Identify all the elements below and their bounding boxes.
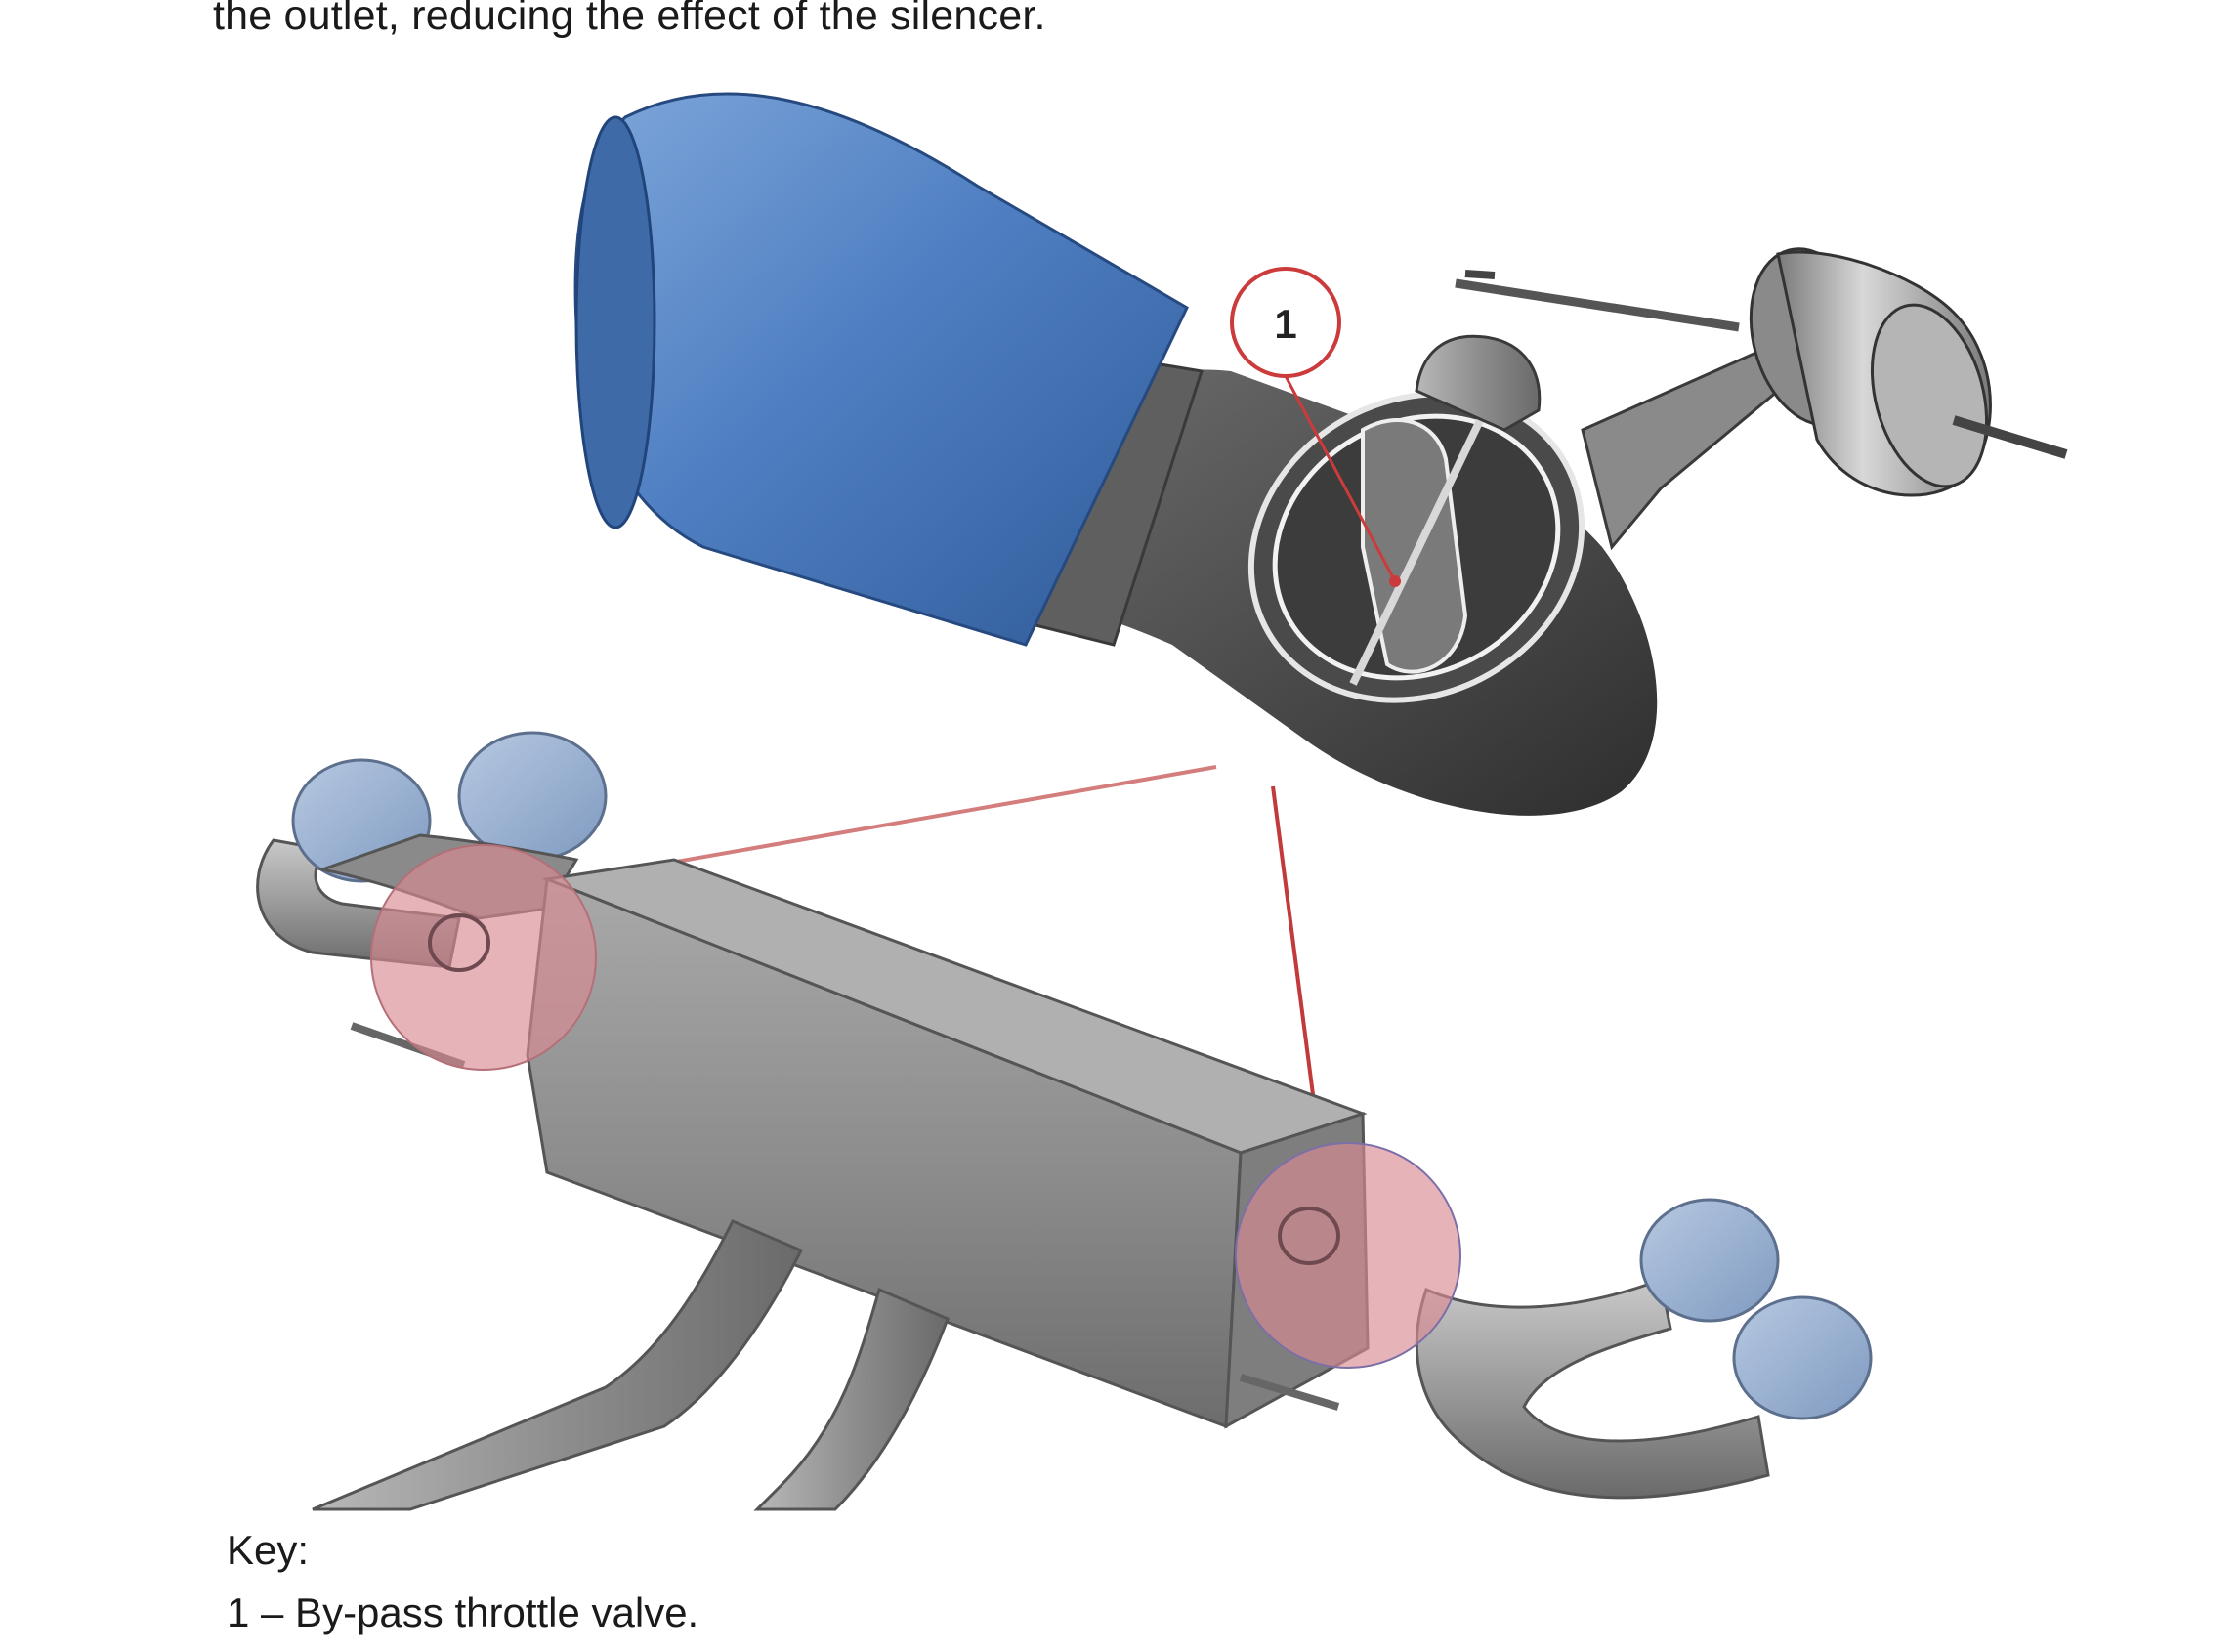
callout-leader [1284,375,1397,582]
right-pipes [1415,1277,1770,1500]
intro-text: the outlet, reducing the effect of the s… [213,0,1046,39]
key-title: Key: [227,1527,310,1573]
zoom-line-left [575,765,1217,881]
tailpipe-opening [574,115,656,529]
callout-number: 1 [1274,301,1296,347]
actuator-stud [1952,415,2068,459]
mount-bolt-right [1239,1374,1340,1411]
silencer-assembly [256,731,1873,1511]
callout-1: 1 [1230,267,1401,587]
inlet-pipe-1 [312,1219,804,1511]
left-tip-2 [457,731,608,862]
valve-neck [1415,334,1542,432]
detail-tailpipe-group [573,92,2068,816]
rod-end [1464,270,1496,279]
actuator-rod [1455,278,1740,332]
callout-tip [1389,575,1401,587]
valve-highlight-right [1235,1142,1461,1369]
right-tip-2 [1732,1295,1873,1420]
key-section: Key: 1 – By-pass throttle valve. [227,1519,698,1644]
key-item-1: 1 – By-pass throttle valve. [227,1589,699,1635]
actuator-bracket [1581,350,1780,551]
flap-shaft [1349,408,1489,686]
valve-right-detail [1278,1207,1340,1265]
right-tip-1 [1639,1198,1780,1323]
actuator-canister-face [1870,303,1989,488]
valve-left-detail [428,913,490,972]
inlet-pipe-2 [753,1287,950,1511]
